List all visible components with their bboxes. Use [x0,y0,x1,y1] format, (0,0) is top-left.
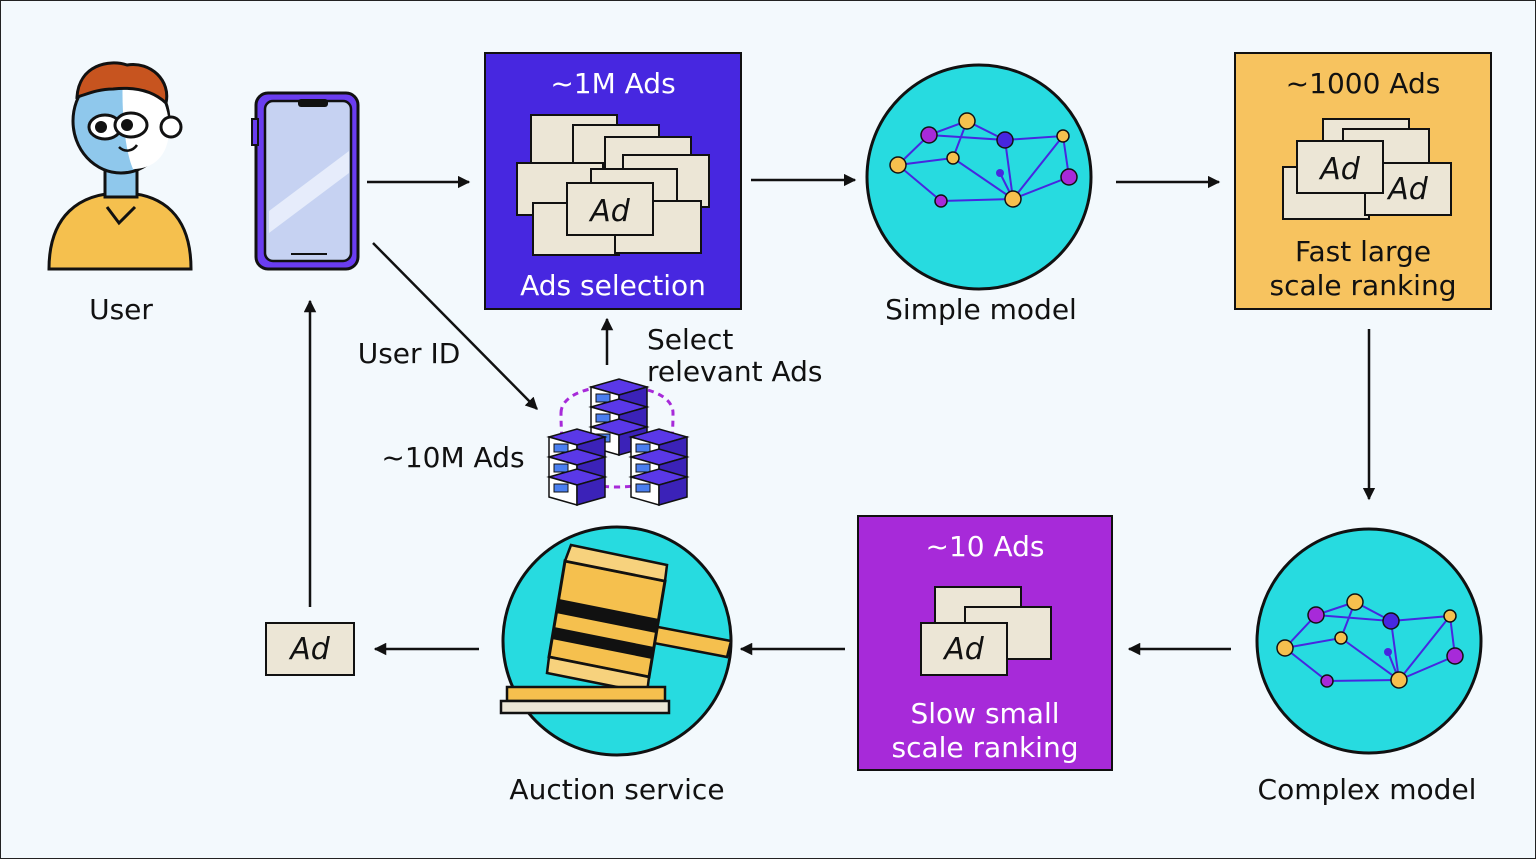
ad-card-label: Ad [588,194,631,229]
gavel-icon [499,543,733,715]
fast-ranking-count: ~1000 Ads [1286,67,1441,100]
ad-stack-large: Ad [516,114,710,256]
ads-database-icon [548,378,688,506]
simple-model-circle [865,63,1093,291]
ads-pool-count: ~10M Ads [381,441,524,474]
ad-card-label: Ad [1386,172,1429,207]
simple-model-label: Simple model [885,293,1077,326]
slow-ranking-title-line2: scale ranking [892,731,1079,764]
complex-model-circle [1255,527,1483,755]
ads-selection-title: Ads selection [520,269,706,302]
select-label-line2: relevant Ads [647,355,823,388]
final-ad-label: Ad [288,632,331,667]
slow-ranking-title-line1: Slow small [910,697,1059,730]
user-label: User [89,293,153,326]
fast-ranking-title-line1: Fast large [1295,235,1431,268]
ad-card-label: Ad [1318,152,1361,187]
user-avatar [47,61,193,271]
slow-ranking-count: ~10 Ads [925,530,1044,563]
ad-stack-medium: Ad Ad [1282,118,1452,220]
arrow-phone-to-database [372,242,538,410]
fast-ranking-title-line2: scale ranking [1270,269,1457,302]
user-id-label: User ID [358,337,461,370]
ad-card-label: Ad [942,632,985,667]
auction-label: Auction service [509,773,724,806]
ad-stack-small: Ad [920,586,1052,676]
phone-icon [251,91,360,271]
final-ad-card [265,622,355,676]
select-label-line1: Select [647,323,733,356]
ads-selection-count: ~1M Ads [550,67,675,100]
complex-model-label: Complex model [1258,773,1477,806]
